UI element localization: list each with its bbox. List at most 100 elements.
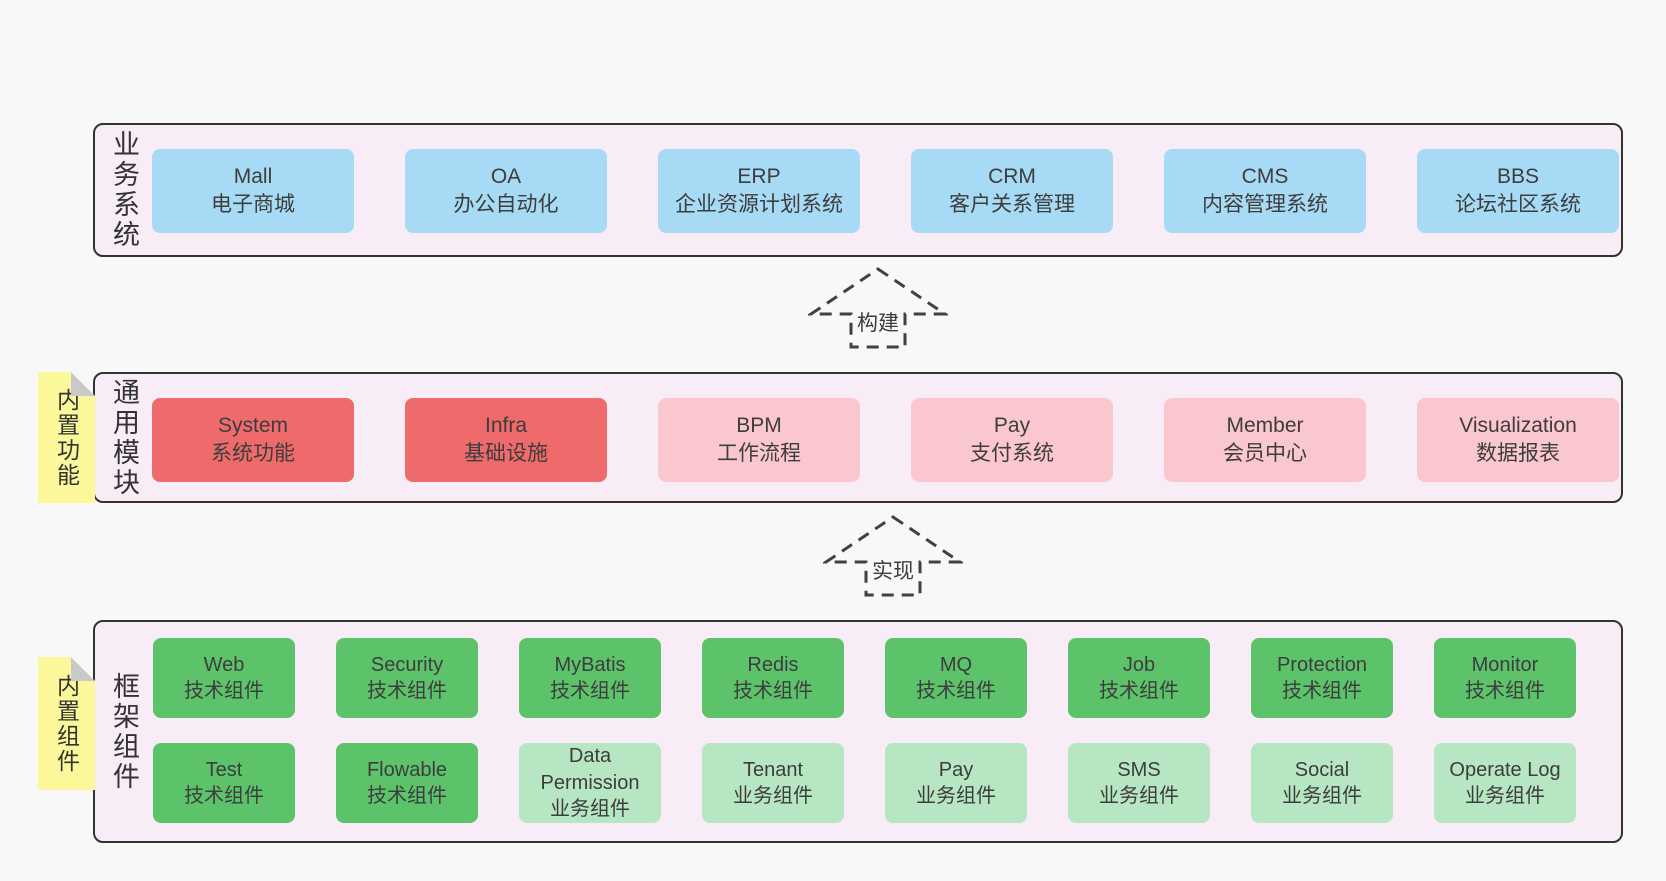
box-mall: Mall 电子商城: [152, 149, 354, 233]
box-subtitle: 论坛社区系统: [1455, 193, 1581, 216]
box-mybatis: MyBatis 技术组件: [519, 638, 661, 718]
sticky-tab-label: 内置组件: [53, 673, 80, 774]
box-subtitle: 电子商城: [211, 193, 295, 216]
box-title: Redis: [747, 653, 799, 676]
box-title: ERP: [737, 165, 781, 189]
box-title: Member: [1226, 414, 1304, 438]
box-visualization: Visualization 数据报表: [1417, 398, 1619, 482]
band-business-systems: 业务系统 Mall 电子商城 OA 办公自动化 ERP 企业资源计划系统 CRM…: [93, 123, 1623, 257]
box-title: OA: [490, 165, 522, 189]
box-title: Operate Log: [1449, 758, 1561, 781]
box-tenant: Tenant 业务组件: [702, 743, 844, 823]
box-protection: Protection 技术组件: [1251, 638, 1393, 718]
implement-arrow: 实现: [823, 514, 963, 598]
box-title: MQ: [939, 653, 973, 676]
box-subtitle: 技术组件: [733, 680, 813, 702]
box-system: System 系统功能: [152, 398, 354, 482]
box-title: Data Permission: [540, 745, 640, 794]
framework-boxes-row1: Web 技术组件 Security 技术组件 MyBatis 技术组件 Redi…: [95, 622, 1621, 718]
box-pay-component: Pay 业务组件: [885, 743, 1027, 823]
box-redis: Redis 技术组件: [702, 638, 844, 718]
band-modules-side-label: 通用模块: [109, 377, 139, 498]
build-arrow-label: 构建: [854, 312, 902, 337]
box-subtitle: 内容管理系统: [1202, 193, 1328, 216]
box-title: System: [217, 414, 288, 438]
box-sms: SMS 业务组件: [1068, 743, 1210, 823]
box-title: CMS: [1241, 165, 1289, 189]
box-title: CRM: [988, 165, 1036, 189]
band-framework-components: 框架组件 Web 技术组件 Security 技术组件 MyBatis 技术组件…: [93, 620, 1623, 843]
box-flowable: Flowable 技术组件: [336, 743, 478, 823]
box-subtitle: 业务组件: [1099, 785, 1179, 807]
box-subtitle: 会员中心: [1223, 442, 1307, 465]
box-data-permission: Data Permission 业务组件: [519, 743, 661, 823]
box-subtitle: 技术组件: [1099, 680, 1179, 702]
box-subtitle: 技术组件: [550, 680, 630, 702]
box-erp: ERP 企业资源计划系统: [658, 149, 860, 233]
box-title: Social: [1294, 758, 1350, 781]
box-title: Mall: [233, 165, 273, 189]
box-title: SMS: [1117, 758, 1161, 781]
implement-arrow-label: 实现: [869, 560, 917, 585]
box-subtitle: 技术组件: [1282, 680, 1362, 702]
box-subtitle: 业务组件: [733, 785, 813, 807]
box-title: Visualization: [1459, 414, 1577, 438]
box-subtitle: 支付系统: [970, 442, 1054, 465]
box-subtitle: 基础设施: [464, 442, 548, 465]
box-subtitle: 技术组件: [367, 785, 447, 807]
box-title: Pay: [938, 758, 974, 781]
box-subtitle: 办公自动化: [453, 193, 559, 216]
box-test: Test 技术组件: [153, 743, 295, 823]
box-subtitle: 技术组件: [1465, 680, 1545, 702]
sticky-tab-built-in-components: 内置组件: [38, 657, 95, 790]
box-bpm: BPM 工作流程: [658, 398, 860, 482]
box-subtitle: 业务组件: [916, 785, 996, 807]
box-subtitle: 工作流程: [717, 442, 801, 465]
box-subtitle: 系统功能: [211, 442, 295, 465]
box-title: Tenant: [742, 758, 804, 781]
framework-boxes-row2: Test 技术组件 Flowable 技术组件 Data Permission …: [95, 622, 1621, 823]
box-bbs: BBS 论坛社区系统: [1417, 149, 1619, 233]
fold-corner-icon: [71, 657, 95, 681]
dashed-up-arrow-icon: [823, 515, 963, 597]
box-title: Infra: [484, 414, 528, 438]
box-oa: OA 办公自动化: [405, 149, 607, 233]
box-title: Security: [370, 653, 444, 676]
business-boxes-row: Mall 电子商城 OA 办公自动化 ERP 企业资源计划系统 CRM 客户关系…: [95, 125, 1621, 233]
box-title: Pay: [993, 414, 1031, 438]
box-operate-log: Operate Log 业务组件: [1434, 743, 1576, 823]
box-subtitle: 企业资源计划系统: [675, 193, 843, 216]
box-title: BPM: [736, 414, 782, 438]
box-cms: CMS 内容管理系统: [1164, 149, 1366, 233]
box-title: Web: [203, 653, 245, 676]
box-title: Flowable: [366, 758, 448, 781]
box-security: Security 技术组件: [336, 638, 478, 718]
box-title: Job: [1122, 653, 1156, 676]
box-subtitle: 数据报表: [1476, 442, 1560, 465]
dashed-up-arrow-icon: [808, 267, 948, 349]
box-infra: Infra 基础设施: [405, 398, 607, 482]
box-subtitle: 客户关系管理: [949, 193, 1075, 216]
box-subtitle: 技术组件: [916, 680, 996, 702]
box-subtitle: 技术组件: [184, 680, 264, 702]
fold-corner-icon: [71, 372, 95, 396]
box-title: BBS: [1496, 165, 1540, 189]
band-business-side-label: 业务系统: [109, 130, 139, 250]
box-member: Member 会员中心: [1164, 398, 1366, 482]
box-pay-module: Pay 支付系统: [911, 398, 1113, 482]
box-job: Job 技术组件: [1068, 638, 1210, 718]
box-title: Protection: [1276, 653, 1368, 676]
band-framework-side-label: 框架组件: [109, 671, 139, 792]
box-subtitle: 业务组件: [1465, 785, 1545, 807]
box-social: Social 业务组件: [1251, 743, 1393, 823]
box-mq: MQ 技术组件: [885, 638, 1027, 718]
box-subtitle: 业务组件: [550, 798, 630, 821]
box-subtitle: 业务组件: [1282, 785, 1362, 807]
box-subtitle: 技术组件: [184, 785, 264, 807]
build-arrow: 构建: [808, 266, 948, 350]
box-title: Test: [205, 758, 243, 781]
sticky-tab-label: 内置功能: [53, 387, 80, 488]
box-monitor: Monitor 技术组件: [1434, 638, 1576, 718]
box-title: MyBatis: [554, 653, 626, 676]
